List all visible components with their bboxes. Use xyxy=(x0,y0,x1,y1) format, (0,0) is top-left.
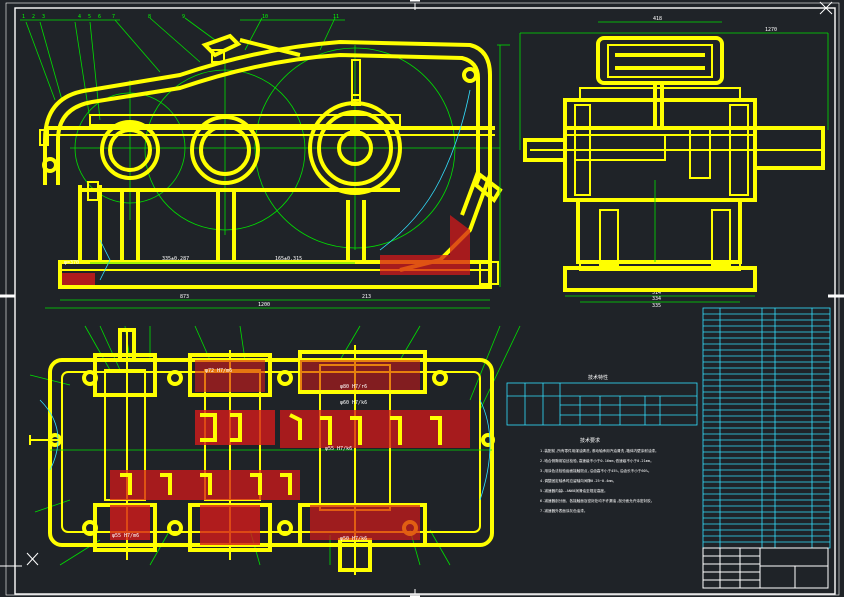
gearbox-casing-front xyxy=(39,33,503,289)
label-11: 11 xyxy=(333,14,339,20)
title-block xyxy=(702,547,829,589)
fit-label-3: φ60 H7/k6 xyxy=(340,400,367,406)
tech-table-title: 技术特性 xyxy=(588,374,608,381)
dim-front-small: φ=370 xyxy=(64,260,79,266)
front-view-leaders: 1 2 3 4 5 6 7 8 9 10 11 xyxy=(20,14,345,121)
dim-side-base: 514 xyxy=(652,290,661,296)
side-view-dimensions: 418 1270 514 334 335 xyxy=(519,16,829,309)
label-4: 4 xyxy=(78,14,81,20)
dim-center-distance-1: 335±0.287 xyxy=(162,256,189,262)
front-view-dimensions: 335±0.287 165±0.315 873 213 1200 φ=370 xyxy=(45,44,510,309)
tech-req-3: 3.用涂色法检验齿面接触斑点,沿齿高不小于45%,沿齿长不小于60%。 xyxy=(540,468,651,473)
label-2: 2 xyxy=(32,14,35,20)
label-6: 6 xyxy=(98,14,101,20)
label-1: 1 xyxy=(22,14,25,20)
tech-req-5: 5.减速器内装L-AN68润滑油至规定高度。 xyxy=(540,488,608,493)
dim-side-overall: 1270 xyxy=(765,27,777,33)
label-7: 7 xyxy=(112,14,115,20)
fit-label-6: φ50 H7/k6 xyxy=(340,536,367,542)
fit-label-5: φ55 H7/m6 xyxy=(112,533,139,539)
dim-side-base-2: 334 xyxy=(652,296,661,302)
tech-req-2: 2.啮合侧隙用铅丝检验,高速级不小于0.16mm,低速级不小于0.21mm。 xyxy=(540,458,654,463)
dim-center-distance-2: 165±0.315 xyxy=(275,256,302,262)
label-9: 9 xyxy=(182,14,185,20)
tech-req-4: 4.调整固定轴承时应留轴向间隙0.25~0.4mm。 xyxy=(540,478,616,483)
dim-length-213: 213 xyxy=(362,294,371,300)
gearbox-casing-side xyxy=(523,36,825,292)
label-8: 8 xyxy=(148,14,151,20)
tech-req-title: 技术要求 xyxy=(580,437,600,444)
parts-list-table xyxy=(702,307,831,549)
front-view: 1 2 3 4 5 6 7 8 9 10 11 xyxy=(20,14,510,309)
fit-label-2: φ80 H7/r6 xyxy=(340,384,367,390)
tech-req-7: 7.减速器外表面涂灰色油漆。 xyxy=(540,508,587,513)
label-10: 10 xyxy=(262,14,268,20)
dim-length-873: 873 xyxy=(180,294,189,300)
dim-side-base-3: 335 xyxy=(652,303,661,309)
fit-label-4: φ55 H7/k6 xyxy=(325,446,352,452)
label-3: 3 xyxy=(42,14,45,20)
gearbox-casing-plan xyxy=(29,328,495,575)
fit-label-1: φ72 H7/m6 xyxy=(205,368,232,374)
tech-req-1: 1.装配前,所有零件用煤油清洗,滚动轴承用汽油清洗,箱体内壁涂耐油漆。 xyxy=(540,448,659,453)
technical-requirements: 技术要求 1.装配前,所有零件用煤油清洗,滚动轴承用汽油清洗,箱体内壁涂耐油漆。… xyxy=(540,437,659,513)
plan-view: φ72 H7/m6 φ80 H7/r6 φ60 H7/k6 φ55 H7/k6 … xyxy=(29,325,521,575)
technical-characteristics-table: 技术特性 xyxy=(506,374,698,426)
dim-overall-length: 1200 xyxy=(258,302,270,308)
side-view: 418 1270 514 334 335 xyxy=(519,16,829,309)
dim-side-width: 418 xyxy=(653,16,662,22)
tech-req-6: 6.减速器剖分面、各接触面及密封处均不许漏油,剖分面允许涂密封胶。 xyxy=(540,498,654,503)
plan-view-fits: φ72 H7/m6 φ80 H7/r6 φ60 H7/k6 φ55 H7/k6 … xyxy=(112,368,367,542)
label-5: 5 xyxy=(88,14,91,20)
gear-pitch-circles xyxy=(70,45,500,250)
